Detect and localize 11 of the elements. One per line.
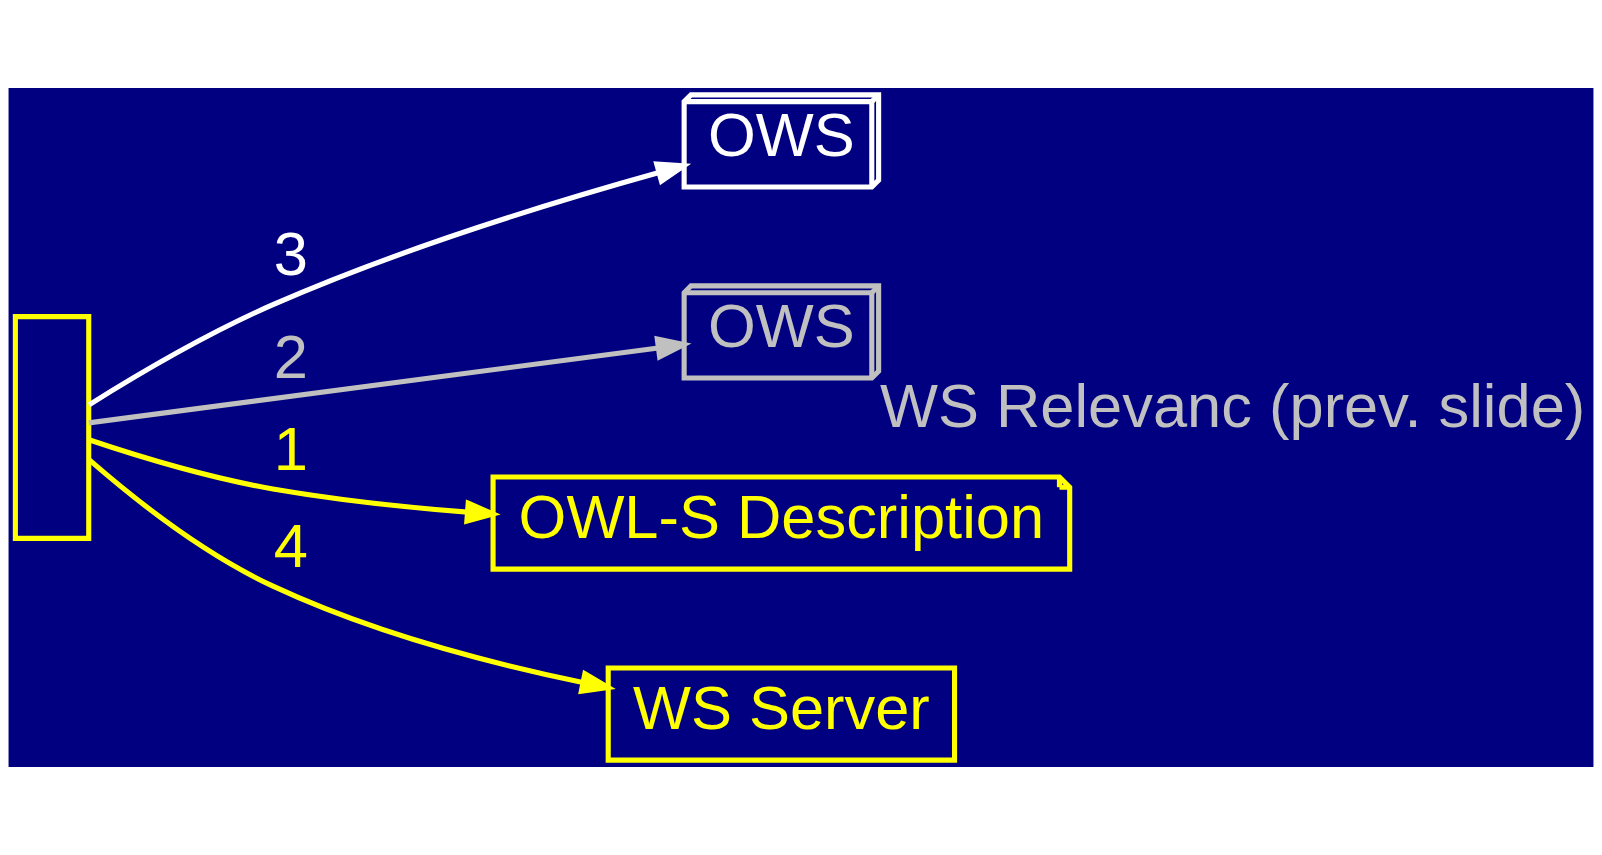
edge-label: 2	[273, 321, 308, 391]
arrow	[87, 457, 616, 695]
arrow	[88, 437, 501, 525]
node-box	[12, 314, 92, 541]
node-box: WS Server	[605, 665, 958, 763]
arrow	[87, 161, 692, 407]
node-label: WS Relevanc (prev. slide)	[880, 371, 1586, 441]
edge-label: 1	[273, 413, 308, 483]
edge-label: 4	[273, 511, 308, 581]
arrow	[88, 335, 692, 426]
edge-label: 3	[273, 219, 308, 289]
